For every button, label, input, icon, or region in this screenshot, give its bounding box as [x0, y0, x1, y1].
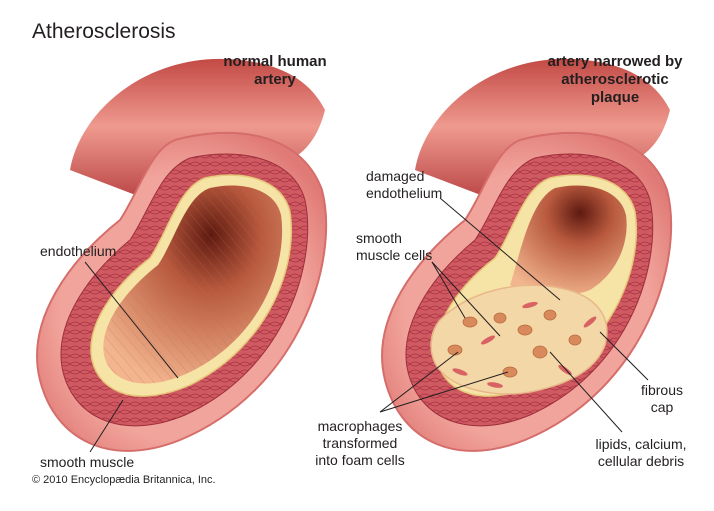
- foam-cell: [502, 366, 518, 378]
- foam-cell: [493, 312, 507, 324]
- narrowed-artery: [381, 58, 673, 452]
- leader-macrophages-2: [379, 371, 509, 413]
- label-smooth-muscle-cells: smooth muscle cells: [356, 230, 432, 264]
- leader-macrophages-1: [379, 351, 459, 413]
- heading-line: atherosclerotic: [561, 71, 669, 88]
- normal-artery: [36, 58, 328, 452]
- plaque-cells: [447, 309, 582, 378]
- label-line: into foam cells: [315, 452, 405, 468]
- label-line: macrophages: [317, 418, 403, 434]
- muscle-cell: [452, 368, 468, 376]
- label-line: fibrous: [640, 382, 684, 398]
- muscle-cell: [522, 301, 538, 309]
- label-smooth-muscle: smooth muscle: [40, 454, 135, 470]
- copyright-notice: © 2010 Encyclopædia Britannica, Inc.: [32, 474, 216, 486]
- label-line: muscle cells: [356, 247, 433, 263]
- foam-cell: [462, 316, 478, 328]
- foam-cell: [532, 345, 548, 359]
- narrowed-artery-heading: artery narrowed by atherosclerotic plaqu…: [540, 53, 690, 107]
- leader-lipids: [549, 351, 623, 433]
- narrowed-artery-lumen: [510, 185, 627, 296]
- leader-endothelium: [84, 261, 179, 379]
- label-line: lipids, calcium,: [595, 436, 687, 452]
- leader-fibrous-cap: [599, 331, 649, 381]
- leader-damaged-endothelium: [439, 197, 561, 301]
- label-line: cellular debris: [597, 453, 685, 469]
- label-line: cap: [650, 399, 674, 415]
- leader-smooth-muscle-cells-2: [431, 261, 501, 337]
- foam-cell: [543, 309, 557, 321]
- label-line: smooth: [356, 230, 402, 246]
- leader-lines: [84, 197, 649, 453]
- leader-smooth-muscle: [89, 399, 124, 453]
- label-line: endothelium: [366, 185, 443, 201]
- muscle-cells: [452, 301, 597, 388]
- foam-cell: [447, 344, 463, 356]
- heading-line: artery: [254, 71, 296, 88]
- leader-smooth-muscle-cells-1: [431, 261, 466, 319]
- label-endothelium: endothelium: [40, 243, 117, 259]
- muscle-cell: [487, 382, 503, 388]
- label-fibrous-cap: fibrous cap: [636, 382, 688, 416]
- label-line: transformed: [322, 435, 398, 451]
- muscle-cell: [583, 316, 597, 328]
- heading-line: artery narrowed by: [547, 53, 683, 70]
- label-line: damaged: [366, 168, 425, 184]
- foam-cell: [517, 324, 533, 336]
- label-macrophages: macrophages transformed into foam cells: [300, 418, 420, 469]
- label-damaged-endothelium: damaged endothelium: [366, 168, 442, 202]
- normal-artery-heading: normal human artery: [210, 53, 340, 89]
- label-lipids: lipids, calcium, cellular debris: [585, 436, 697, 470]
- foam-cell: [568, 334, 582, 346]
- muscle-cell: [480, 335, 496, 345]
- heading-line: normal human: [223, 53, 327, 70]
- heading-line: plaque: [590, 89, 640, 106]
- page-title: Atherosclerosis: [32, 20, 176, 43]
